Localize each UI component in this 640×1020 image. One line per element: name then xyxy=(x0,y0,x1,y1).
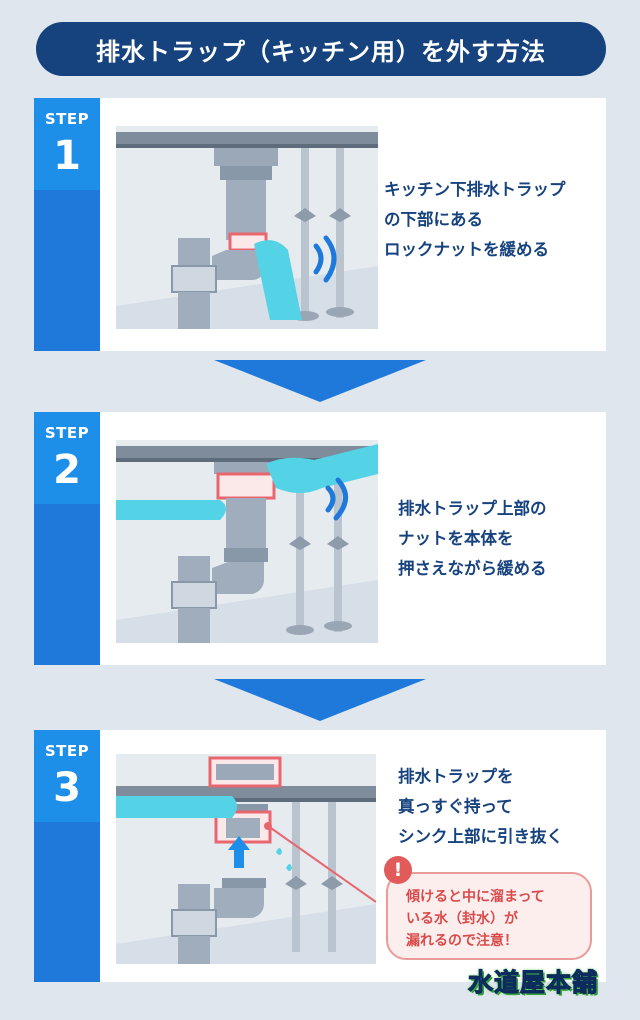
step-label: STEP xyxy=(44,110,90,128)
warning-line: 傾けると中に溜まって xyxy=(406,889,545,905)
brand-logo: 水道屋本舗 xyxy=(468,968,599,998)
desc-line: の下部にある xyxy=(384,210,483,229)
page-title: 排水トラップ（キッチン用）を外す方法 xyxy=(36,22,606,76)
step-3-description: 排水トラップを 真っすぐ持って シンク上部に引き抜く xyxy=(398,762,563,852)
step-3-header: STEP 3 xyxy=(34,730,100,822)
step-1-description: キッチン下排水トラップ の下部にある ロックナットを緩める xyxy=(384,175,566,265)
step-2-card: STEP 2 排水トラップ上部の ナットを本体を 押さえながら緩める xyxy=(34,412,606,665)
desc-line: キッチン下排水トラップ xyxy=(384,180,566,199)
desc-line: 真っすぐ持って xyxy=(398,797,513,816)
step-2-description: 排水トラップ上部の ナットを本体を 押さえながら緩める xyxy=(398,494,547,584)
exclamation-icon: ! xyxy=(384,856,412,884)
step-2-header: STEP 2 xyxy=(34,412,100,504)
desc-line: 押さえながら緩める xyxy=(398,559,547,578)
step-2-illustration xyxy=(116,440,378,643)
arrow-down-icon xyxy=(214,679,426,721)
step-1-illustration xyxy=(116,126,378,329)
step-1-card: STEP 1 キッチン下排水トラップ の下部にある ロックナットを緩める xyxy=(34,98,606,351)
step-number: 1 xyxy=(53,133,81,179)
warning-callout: 傾けると中に溜まって いる水（封水）が 漏れるので注意！ xyxy=(386,872,592,960)
desc-line: ロックナットを緩める xyxy=(384,240,549,259)
desc-line: ナットを本体を xyxy=(398,529,514,548)
warning-line: いる水（封水）が xyxy=(406,911,518,927)
step-label: STEP xyxy=(44,424,90,442)
step-1-header: STEP 1 xyxy=(34,98,100,190)
desc-line: 排水トラップ上部の xyxy=(398,499,547,518)
step-label: STEP xyxy=(44,742,90,760)
step-3-illustration xyxy=(116,754,376,964)
step-number: 2 xyxy=(53,447,81,493)
arrow-down-icon xyxy=(214,360,426,402)
desc-line: 排水トラップを xyxy=(398,767,514,786)
desc-line: シンク上部に引き抜く xyxy=(398,827,563,846)
step-number: 3 xyxy=(53,765,81,811)
warning-line: 漏れるので注意！ xyxy=(406,933,518,949)
